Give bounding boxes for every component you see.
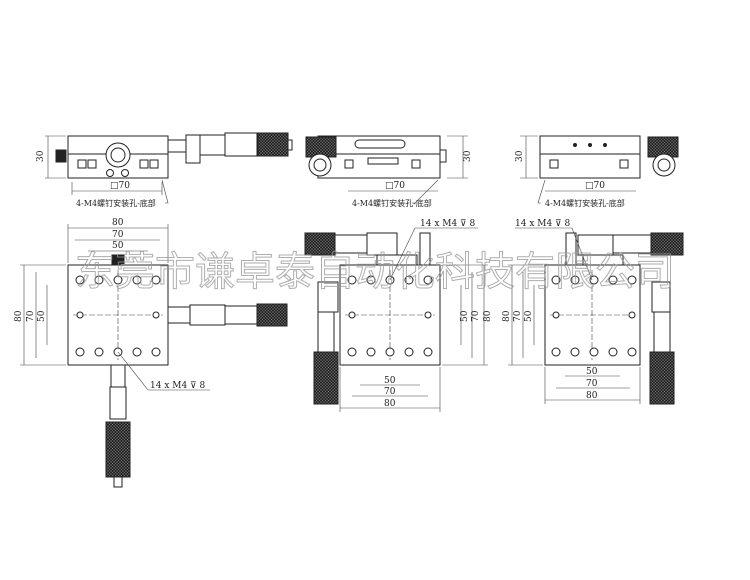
plan-view-left: 80 70 50 80 70 50 14 x M4 ⊽ 8 [14,218,288,488]
hole-note-right: 14 x M4 ⊽ 8 [515,219,571,229]
dim-70-top: 70 [112,230,124,240]
side-view-middle: 30 □70 4-M4螺钉安装孔-底部 [305,135,473,208]
mount-note-left: 4-M4螺钉安装孔-底部 [76,198,156,208]
dim-70-left-right: 70 [513,310,523,322]
dim-50-top: 50 [112,241,124,251]
dim-80-bottom-mid: 80 [384,399,396,409]
side-view-right: 30 □70 4-M4螺钉安装孔-底部 [515,135,679,208]
height-dim-right: 30 [515,150,525,162]
dim-70-bottom-mid: 70 [384,387,396,397]
dim-80-left-right: 80 [502,310,512,322]
square-dim-left: □70 [110,181,130,191]
square-dim-right: □70 [585,181,605,191]
dim-50-right-mid: 50 [460,310,470,322]
height-dim-middle: 30 [463,150,473,162]
square-dim-middle: □70 [385,181,405,191]
plan-view-middle: 50 70 80 50 70 80 14 x M4 ⊽ 8 [304,219,493,412]
dim-80-left: 80 [14,310,24,322]
dim-80-right-mid: 80 [483,310,493,322]
mount-note-middle: 4-M4螺钉安装孔-底部 [352,198,432,208]
dim-80-bottom-right: 80 [586,391,598,401]
side-view-left: 30 □70 4-M4螺钉安装孔-底部 [36,132,293,208]
hole-note-left: 14 x M4 ⊽ 8 [150,381,206,391]
dim-50-left-right: 50 [524,310,534,322]
dim-80-top: 80 [112,218,124,228]
plan-view-right: 50 70 80 80 70 50 14 x M4 ⊽ 8 [502,219,684,405]
height-dim-left: 30 [36,150,46,162]
hole-note-middle: 14 x M4 ⊽ 8 [420,219,476,229]
dim-70-right-mid: 70 [471,310,481,322]
dim-70-bottom-right: 70 [586,379,598,389]
dim-50-bottom-right: 50 [586,367,598,377]
dim-50-bottom-mid: 50 [384,376,396,386]
mount-note-right: 4-M4螺钉安装孔-底部 [545,198,625,208]
dim-50-left: 50 [37,310,47,322]
watermark: 东莞市谦卓泰自动化科技有限公司 [75,249,675,295]
dim-70-left: 70 [26,310,36,322]
